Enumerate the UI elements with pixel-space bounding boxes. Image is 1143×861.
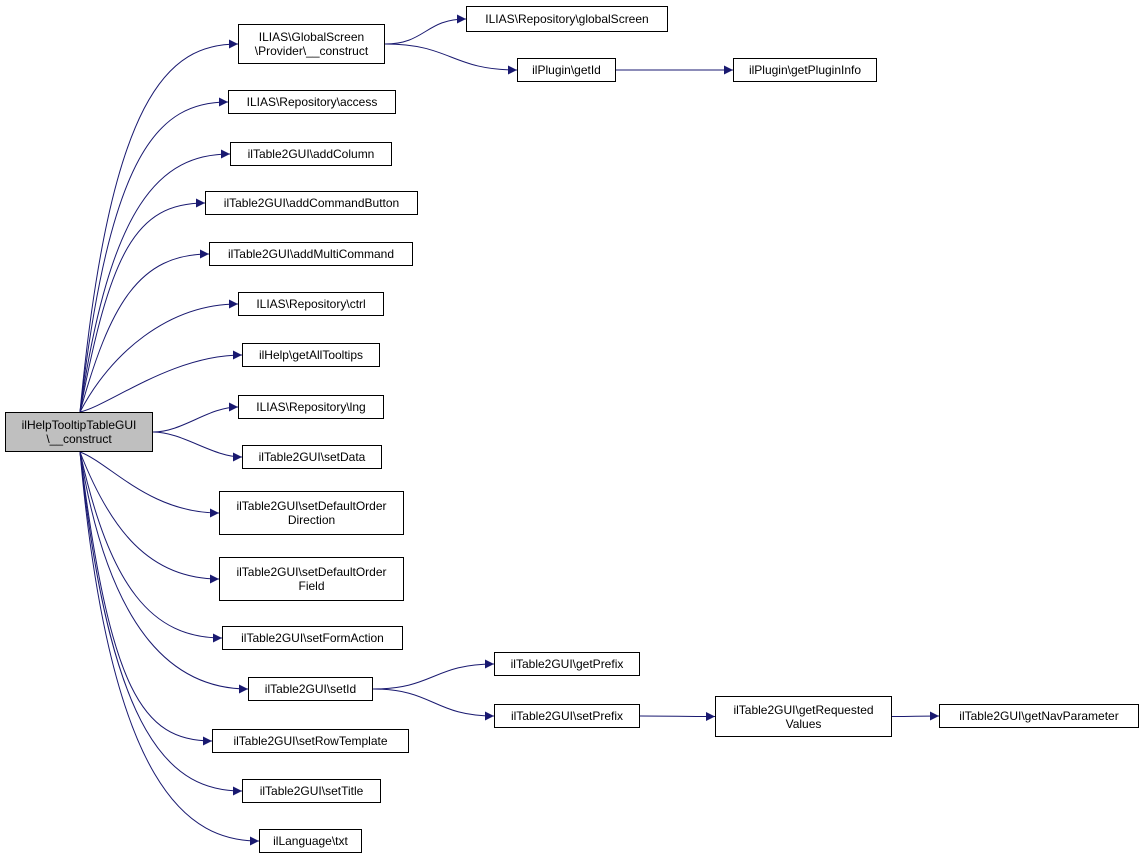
call-edge-gs_construct-to-repo_globalscreen <box>384 14 467 45</box>
node-label-line: ilTable2GUI\addCommandButton <box>223 196 400 210</box>
node-label-line: \Provider\__construct <box>254 44 369 58</box>
node-table2gui-addcolumn[interactable]: ilTable2GUI\addColumn <box>230 142 392 166</box>
call-edge-root-to-gs_construct <box>79 39 239 413</box>
call-edge-root-to-t2_setorderfield <box>79 451 220 584</box>
node-label-line: Values <box>785 716 822 731</box>
node-label-line: ilTable2GUI\setFormAction <box>241 631 384 645</box>
node-label-line: \__construct <box>46 432 112 446</box>
call-edge-t2_setid-to-t2_setprefix <box>372 688 495 721</box>
call-edge-gs_construct-to-plugin_getid <box>384 43 518 75</box>
node-repository-access[interactable]: ILIAS\Repository\access <box>228 90 396 114</box>
node-table2gui-setdata[interactable]: ilTable2GUI\setData <box>242 445 382 469</box>
call-edge-root-to-t2_addmulticmd <box>79 249 210 413</box>
node-table2gui-addmulticommand[interactable]: ilTable2GUI\addMultiCommand <box>209 242 413 266</box>
node-label-line: ilTable2GUI\getPrefix <box>510 657 624 671</box>
node-label-line: ilHelp\getAllTooltips <box>258 348 364 362</box>
call-edge-root-to-repo_access <box>79 97 229 413</box>
node-label-line: ilTable2GUI\addMultiCommand <box>227 247 395 261</box>
node-table2gui-getprefix[interactable]: ilTable2GUI\getPrefix <box>494 652 640 676</box>
node-repository-ctrl[interactable]: ILIAS\Repository\ctrl <box>238 292 384 316</box>
call-edge-t2_setprefix-to-t2_getreqvalues <box>639 711 716 721</box>
call-edge-root-to-t2_settitle <box>79 451 243 796</box>
call-edge-root-to-repo_ctrl <box>79 299 239 413</box>
node-table2gui-setformaction[interactable]: ilTable2GUI\setFormAction <box>222 626 403 650</box>
call-edge-root-to-t2_setrowtpl <box>79 451 213 746</box>
node-globalscreen-provider-construct[interactable]: ILIAS\GlobalScreen \Provider\__construct <box>238 24 385 64</box>
node-label-line: ilTable2GUI\setData <box>258 450 366 464</box>
node-label-line: ilLanguage\txt <box>273 834 348 848</box>
node-label-line: ilTable2GUI\setPrefix <box>510 709 624 723</box>
node-label-line: ilTable2GUI\setDefaultOrder <box>236 499 387 513</box>
node-root[interactable]: ilHelpTooltipTableGUI \__construct <box>5 412 153 452</box>
call-edge-root-to-t2_addcolumn <box>79 149 231 413</box>
node-label-line: Direction <box>287 513 336 527</box>
call-edge-root-to-t2_addcmdbutton <box>79 198 206 413</box>
call-edge-root-to-help_tooltips <box>79 350 243 413</box>
node-label-line: ILIAS\Repository\globalScreen <box>485 12 649 26</box>
call-edge-t2_setid-to-t2_getprefix <box>372 659 495 690</box>
node-plugin-getid[interactable]: ilPlugin\getId <box>517 58 616 82</box>
node-label-line: ilTable2GUI\setId <box>264 682 357 696</box>
node-label-line: ilPlugin\getPluginInfo <box>748 63 862 77</box>
node-table2gui-addcommandbutton[interactable]: ilTable2GUI\addCommandButton <box>205 191 418 215</box>
node-label-line: ilTable2GUI\setTitle <box>259 784 364 798</box>
node-table2gui-getnavparameter[interactable]: ilTable2GUI\getNavParameter <box>939 704 1139 728</box>
node-table2gui-settitle[interactable]: ilTable2GUI\setTitle <box>242 779 381 803</box>
node-label-line: ilPlugin\getId <box>532 63 601 77</box>
call-edge-root-to-t2_setdata <box>152 431 243 462</box>
call-edge-root-to-t2_setorderdir <box>79 451 220 518</box>
node-help-getalltooltips[interactable]: ilHelp\getAllTooltips <box>242 343 380 367</box>
call-edge-root-to-t2_setformaction <box>79 451 223 643</box>
node-plugin-getplugininfo[interactable]: ilPlugin\getPluginInfo <box>733 58 877 82</box>
node-table2gui-setrowtemplate[interactable]: ilTable2GUI\setRowTemplate <box>212 729 409 753</box>
node-table2gui-setdefaultorderfield[interactable]: ilTable2GUI\setDefaultOrder Field <box>219 557 404 601</box>
call-edge-t2_getreqvalues-to-t2_getnavparam <box>891 711 940 721</box>
call-edge-root-to-repo_lng <box>152 402 239 433</box>
node-table2gui-setid[interactable]: ilTable2GUI\setId <box>248 677 373 701</box>
node-table2gui-setprefix[interactable]: ilTable2GUI\setPrefix <box>494 704 640 728</box>
node-label-line: ilTable2GUI\setRowTemplate <box>233 734 388 748</box>
node-repository-lng[interactable]: ILIAS\Repository\lng <box>238 395 384 419</box>
node-label-line: ILIAS\Repository\access <box>246 95 378 109</box>
call-edge-root-to-lang_txt <box>79 451 260 846</box>
node-label-line: ILIAS\Repository\ctrl <box>256 297 366 311</box>
node-repository-globalscreen[interactable]: ILIAS\Repository\globalScreen <box>466 6 668 32</box>
node-label-line: ilTable2GUI\addColumn <box>247 147 375 161</box>
node-label-line: Field <box>298 579 325 593</box>
node-table2gui-setdefaultorderdirection[interactable]: ilTable2GUI\setDefaultOrder Direction <box>219 491 404 535</box>
node-label-line: ilHelpTooltipTableGUI <box>21 418 137 432</box>
node-label-line: ILIAS\Repository\lng <box>256 400 366 414</box>
node-label-line: ILIAS\GlobalScreen <box>258 30 365 44</box>
node-table2gui-getrequestedvalues[interactable]: ilTable2GUI\getRequested Values <box>715 696 892 737</box>
node-label-line: ilTable2GUI\getNavParameter <box>959 709 1119 723</box>
node-label-line: ilTable2GUI\getRequested <box>733 702 874 717</box>
node-label-line: ilTable2GUI\setDefaultOrder <box>236 565 387 579</box>
call-edge-root-to-t2_setid <box>79 451 249 694</box>
node-language-txt[interactable]: ilLanguage\txt <box>259 829 362 853</box>
